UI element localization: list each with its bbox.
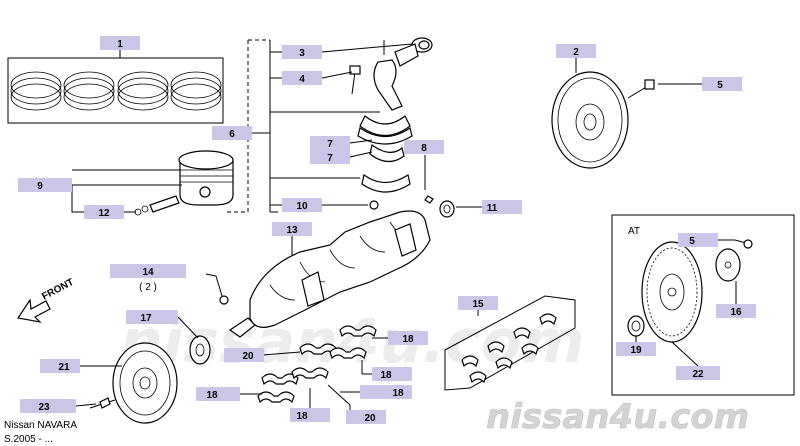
callout-18c: 18: [360, 385, 412, 399]
callout-17: 17: [126, 310, 178, 324]
watermark-corner: nissan4u.com: [486, 397, 749, 437]
svg-text:13: 13: [286, 225, 298, 236]
svg-text:1: 1: [117, 39, 123, 50]
svg-text:17: 17: [140, 313, 152, 324]
callout-7a: 7: [310, 136, 350, 150]
bearing-set: [444, 295, 576, 391]
svg-text:14: 14: [142, 267, 154, 278]
callout-18e: 18: [290, 408, 330, 422]
callout-6: 6: [212, 126, 252, 140]
svg-text:20: 20: [364, 413, 376, 424]
crank-pulley: [89, 295, 229, 424]
callout-11: 11: [482, 200, 522, 214]
callout-8: 8: [404, 140, 444, 154]
svg-text:18: 18: [402, 334, 414, 345]
callout-3: 3: [282, 45, 322, 59]
svg-text:12: 12: [98, 208, 110, 219]
front-arrow: FRONT: [16, 277, 76, 323]
callout-18b: 18: [372, 367, 412, 381]
callout-15: 15: [458, 296, 498, 310]
callout-14: 14: [110, 264, 186, 278]
callout-4: 4: [282, 71, 322, 85]
crankshaft: [228, 210, 431, 338]
svg-text:15: 15: [472, 299, 484, 310]
main-bearings: [257, 325, 377, 404]
callout-19: 19: [616, 342, 656, 356]
background-watermark: nissan4u.com: [120, 307, 584, 377]
svg-text:10: 10: [296, 201, 308, 212]
callout-5-at: 5: [678, 233, 718, 247]
watermark-large: nissan4u.com: [120, 307, 584, 377]
callout-23: 23: [20, 399, 76, 413]
piston-rings: [7, 50, 224, 124]
connecting-rod-assembly: [349, 37, 455, 218]
callout-21: 21: [40, 359, 80, 373]
callout-20b: 20: [346, 410, 386, 424]
svg-text:18: 18: [380, 370, 392, 381]
callout-16: 16: [716, 304, 756, 318]
flywheel-mt: [551, 71, 655, 169]
svg-text:7: 7: [327, 139, 333, 150]
svg-text:4: 4: [299, 74, 305, 85]
svg-text:23: 23: [38, 402, 50, 413]
svg-text:18: 18: [206, 390, 218, 401]
svg-text:21: 21: [58, 362, 70, 373]
callout-22: 22: [676, 366, 720, 380]
svg-text:5: 5: [689, 236, 695, 247]
svg-text:18: 18: [296, 411, 308, 422]
svg-text:11: 11: [487, 203, 498, 214]
svg-text:16: 16: [730, 307, 742, 318]
at-section: AT: [611, 214, 795, 396]
front-label: FRONT: [40, 277, 76, 303]
production-range: S.2005 - ...: [4, 434, 53, 445]
model-name: Nissan NAVARA: [4, 420, 77, 431]
callout-10: 10: [282, 198, 322, 212]
svg-text:3: 3: [299, 48, 305, 59]
at-label: AT: [628, 226, 640, 237]
callout-12: 12: [84, 205, 124, 219]
svg-text:7: 7: [327, 153, 333, 164]
callout-18a: 18: [388, 331, 428, 345]
svg-text:2: 2: [573, 47, 579, 58]
callout-labels: 1 3 4 6 7 7 8 9 10 11 12 13 2 5 14 ( 2 )…: [18, 36, 756, 424]
svg-text:8: 8: [421, 143, 427, 154]
callout-14-quantity: ( 2 ): [139, 282, 157, 293]
svg-text:22: 22: [692, 369, 704, 380]
svg-text:9: 9: [37, 181, 43, 192]
leader-lines: [71, 39, 737, 410]
svg-text:20: 20: [242, 351, 254, 362]
callout-18d: 18: [196, 387, 240, 401]
callout-20a: 20: [224, 348, 264, 362]
callout-2: 2: [556, 44, 596, 58]
callout-1: 1: [100, 36, 140, 50]
callout-9: 9: [18, 178, 72, 192]
callout-13: 13: [272, 222, 312, 236]
svg-text:5: 5: [717, 80, 723, 91]
svg-text:6: 6: [229, 129, 235, 140]
svg-text:18: 18: [392, 388, 404, 399]
svg-text:19: 19: [630, 345, 642, 356]
piston-assembly: [134, 150, 234, 216]
callout-5: 5: [702, 77, 742, 91]
callout-7b: 7: [310, 150, 350, 164]
